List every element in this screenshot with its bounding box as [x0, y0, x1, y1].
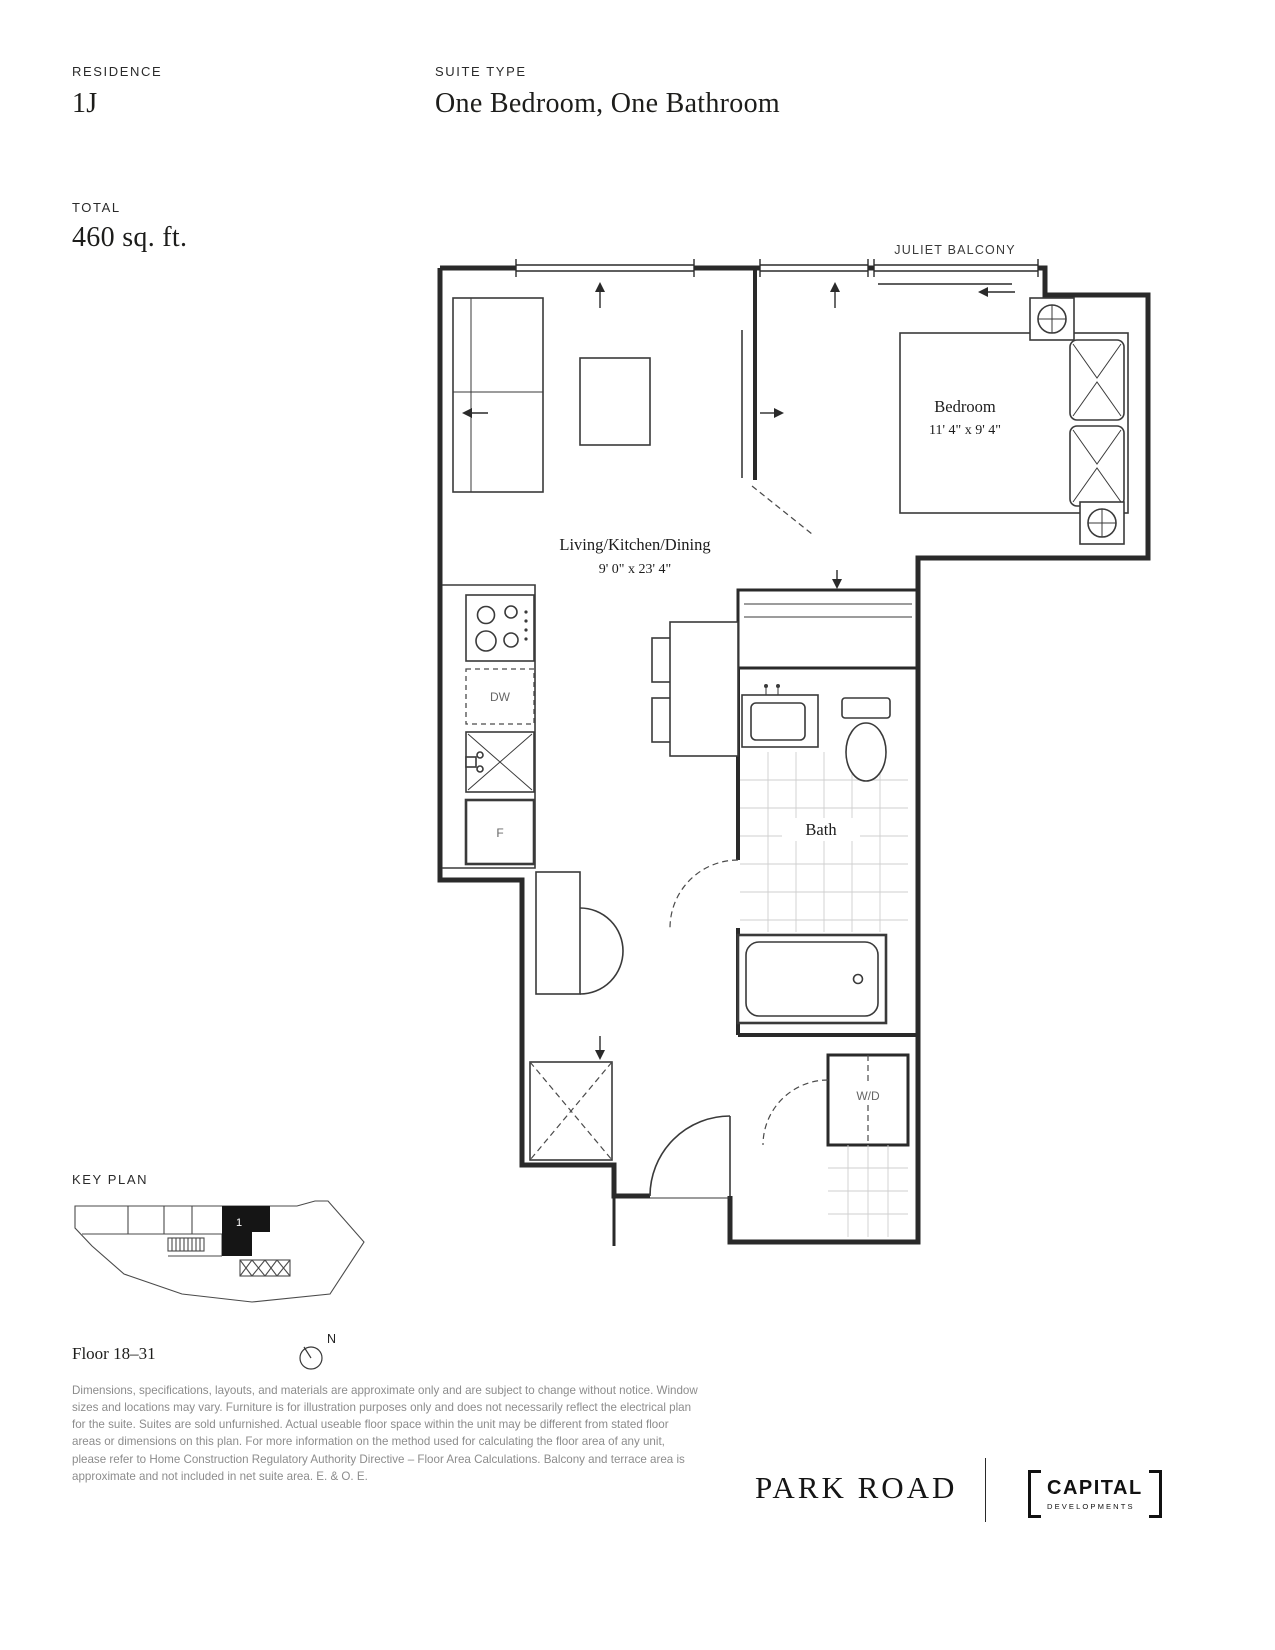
kitchen-counter: [442, 584, 536, 869]
dining-table: [651, 621, 739, 757]
dishwasher: DW: [465, 668, 535, 725]
entry-closet: [529, 1061, 613, 1161]
bedroom-sliding-door: [741, 330, 813, 535]
footer-divider: [985, 1458, 986, 1522]
suite-type-label: SUITE TYPE: [435, 64, 527, 79]
compass: N: [299, 1332, 336, 1370]
disclaimer-text: Dimensions, specifications, layouts, and…: [72, 1384, 698, 1483]
direction-arrows: [462, 282, 1015, 1060]
svg-text:F: F: [496, 826, 503, 840]
floor-plan: JULIET BALCONY: [437, 243, 1151, 1246]
svg-text:W/D: W/D: [856, 1089, 880, 1103]
bathtub: [736, 933, 888, 1025]
key-plan: 1: [74, 1200, 365, 1303]
key-plan-label: KEY PLAN: [72, 1172, 149, 1187]
floor-range-label: Floor 18–31: [72, 1344, 156, 1363]
fridge: F: [464, 798, 536, 866]
compass-north-label: N: [327, 1332, 336, 1346]
capital-developments-logo: CAPITAL DEVELOPMENTS: [1028, 1470, 1162, 1518]
coffee-table: [579, 357, 651, 446]
suite-type-value: One Bedroom, One Bathroom: [435, 88, 780, 119]
bath-tile-grid: [740, 752, 908, 932]
toilet: [841, 697, 891, 782]
bedroom-label: Bedroom: [934, 397, 996, 416]
developer-subtitle: DEVELOPMENTS: [1047, 1502, 1135, 1511]
bed: [899, 332, 1129, 514]
bracket-left-icon: [1028, 1470, 1041, 1518]
developer-name: CAPITAL: [1047, 1477, 1143, 1499]
juliet-balcony-label: JULIET BALCONY: [894, 243, 1015, 257]
sofa: [452, 297, 544, 493]
bath-door: [669, 859, 739, 929]
kitchen-sink: [465, 731, 535, 793]
living-label: Living/Kitchen/Dining: [559, 535, 710, 554]
park-road-logo: PARK ROAD: [755, 1470, 958, 1505]
vanity-sink: [741, 684, 819, 748]
ceiling-light-icon: [1029, 297, 1075, 341]
cooktop: [465, 594, 535, 662]
unit-highlight: [222, 1206, 270, 1256]
unit-number: 1: [236, 1217, 242, 1229]
residence-value: 1J: [72, 88, 98, 119]
bath-label-bg: [782, 818, 860, 841]
windows: [515, 259, 1039, 285]
bracket-right-icon: [1148, 1470, 1162, 1518]
stairs-hatch: [167, 1237, 291, 1277]
bath-label: Bath: [805, 820, 837, 839]
ceiling-light-icon-2: [1079, 501, 1125, 545]
outer-walls: [437, 265, 1151, 1246]
total-value: 460 sq. ft.: [72, 222, 188, 253]
pantry-door: [535, 871, 624, 995]
linen-shelves: [828, 1145, 908, 1237]
washer-dryer: W/D: [762, 1053, 910, 1147]
residence-label: RESIDENCE: [72, 64, 163, 79]
living-dims: 9' 0" x 23' 4": [599, 562, 671, 577]
bedroom-dims: 11' 4" x 9' 4": [929, 423, 1001, 438]
total-label: TOTAL: [72, 200, 121, 215]
entry-door: [649, 1115, 731, 1199]
svg-text:DW: DW: [490, 690, 511, 704]
